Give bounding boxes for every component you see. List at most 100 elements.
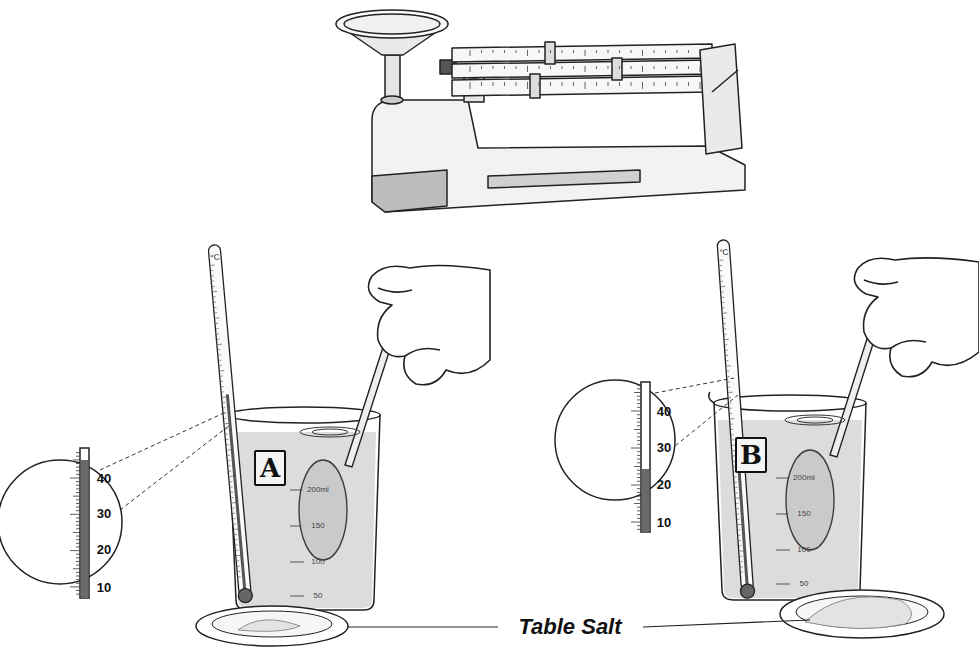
tick-mark (637, 433, 641, 434)
tick-mark (70, 514, 80, 515)
tick-mark (220, 365, 222, 366)
tick-mark (218, 349, 220, 350)
tick-mark (516, 50, 517, 53)
tick-mark (76, 572, 80, 573)
triple-beam-balance-part (488, 170, 640, 188)
triple-beam-balance-part (452, 76, 712, 96)
tick-mark (539, 66, 540, 69)
tick-mark (550, 50, 551, 53)
tick-mark (740, 556, 742, 557)
tick-mark (481, 50, 482, 53)
tick-mark (740, 550, 744, 551)
tick-mark (735, 482, 737, 483)
magnifier-part (80, 448, 89, 598)
tick-mark (76, 521, 80, 522)
tick-mark (631, 411, 641, 412)
tick-mark (637, 444, 641, 445)
stir-swirl-part (785, 415, 845, 425)
tick-mark (76, 536, 80, 537)
tick-mark (224, 407, 226, 408)
tick-mark (738, 524, 742, 525)
tick-mark (637, 425, 641, 426)
magnifier-part (555, 380, 675, 500)
tick-mark (232, 502, 236, 503)
tick-mark (722, 297, 724, 298)
tick-mark (213, 291, 217, 292)
magnifier-dashes-part (120, 425, 230, 510)
tick-mark (70, 550, 80, 551)
tick-mark (76, 499, 80, 500)
beaker-part (709, 392, 714, 403)
tick-mark (225, 423, 229, 424)
tick-mark (730, 418, 734, 419)
tick-mark (70, 586, 80, 587)
thermometer-part (740, 584, 755, 599)
tick-mark (290, 562, 304, 563)
tick-mark (776, 550, 790, 551)
tick-mark (76, 492, 80, 493)
scale-number: 10 (657, 516, 671, 529)
stir-swirl-part (312, 429, 348, 435)
tick-mark (76, 557, 80, 558)
thermometer-part (227, 394, 245, 591)
unit-label: °C (719, 249, 729, 258)
tick-mark (76, 528, 80, 529)
hand-part (378, 288, 412, 292)
spoon-part (299, 460, 347, 560)
tick-mark (238, 566, 240, 567)
tick-mark (585, 82, 586, 89)
tick-mark (723, 318, 725, 319)
tick-mark (637, 470, 641, 471)
tick-mark (739, 535, 741, 536)
tick-mark (226, 439, 228, 440)
tick-mark (76, 525, 80, 526)
hand (368, 265, 490, 384)
tick-mark (73, 568, 80, 569)
triple-beam-balance-part (530, 74, 540, 98)
magnifier-dashes-part (100, 412, 226, 470)
tick-mark (221, 381, 223, 382)
tick-mark (688, 66, 689, 69)
triple-beam-balance-part (336, 10, 448, 38)
scale-number: 30 (97, 507, 111, 520)
tick-mark (213, 286, 215, 287)
tick-mark (700, 50, 701, 56)
tick-mark (290, 596, 304, 597)
tick-mark (516, 82, 517, 86)
tick-mark (211, 270, 213, 271)
tick-mark (729, 392, 733, 393)
tick-mark (735, 487, 737, 488)
tick-mark (637, 507, 641, 508)
tick-mark (235, 534, 237, 535)
tick-mark (227, 444, 229, 445)
triple-beam-balance-part (612, 58, 622, 80)
magnifier (0, 448, 122, 598)
magnifier-dashes-part (670, 395, 738, 450)
mercury-column (642, 469, 649, 532)
tick-mark (76, 543, 80, 544)
tick-mark (728, 376, 730, 377)
tick-mark (539, 50, 540, 53)
tick-mark (736, 503, 738, 504)
tick-mark (631, 522, 641, 523)
tick-mark (504, 82, 505, 86)
tick-mark (739, 540, 741, 541)
thermometer-part (211, 265, 243, 577)
tick-mark (637, 518, 641, 519)
tick-mark (596, 82, 597, 86)
beaker-label-box: A (254, 450, 286, 486)
tick-mark (234, 523, 236, 524)
tick-mark (654, 82, 655, 86)
triple-beam-balance-part (700, 44, 742, 154)
scale-number: 10 (97, 581, 111, 594)
tick-mark (721, 276, 723, 277)
tick-mark (737, 508, 739, 509)
tick-mark (76, 452, 80, 453)
tick-mark (481, 66, 482, 69)
tick-mark (608, 66, 609, 69)
salt-pile (238, 620, 300, 631)
tick-mark (470, 50, 471, 56)
tick-mark (76, 565, 80, 566)
tick-mark (527, 66, 528, 72)
hand-part (891, 340, 926, 348)
